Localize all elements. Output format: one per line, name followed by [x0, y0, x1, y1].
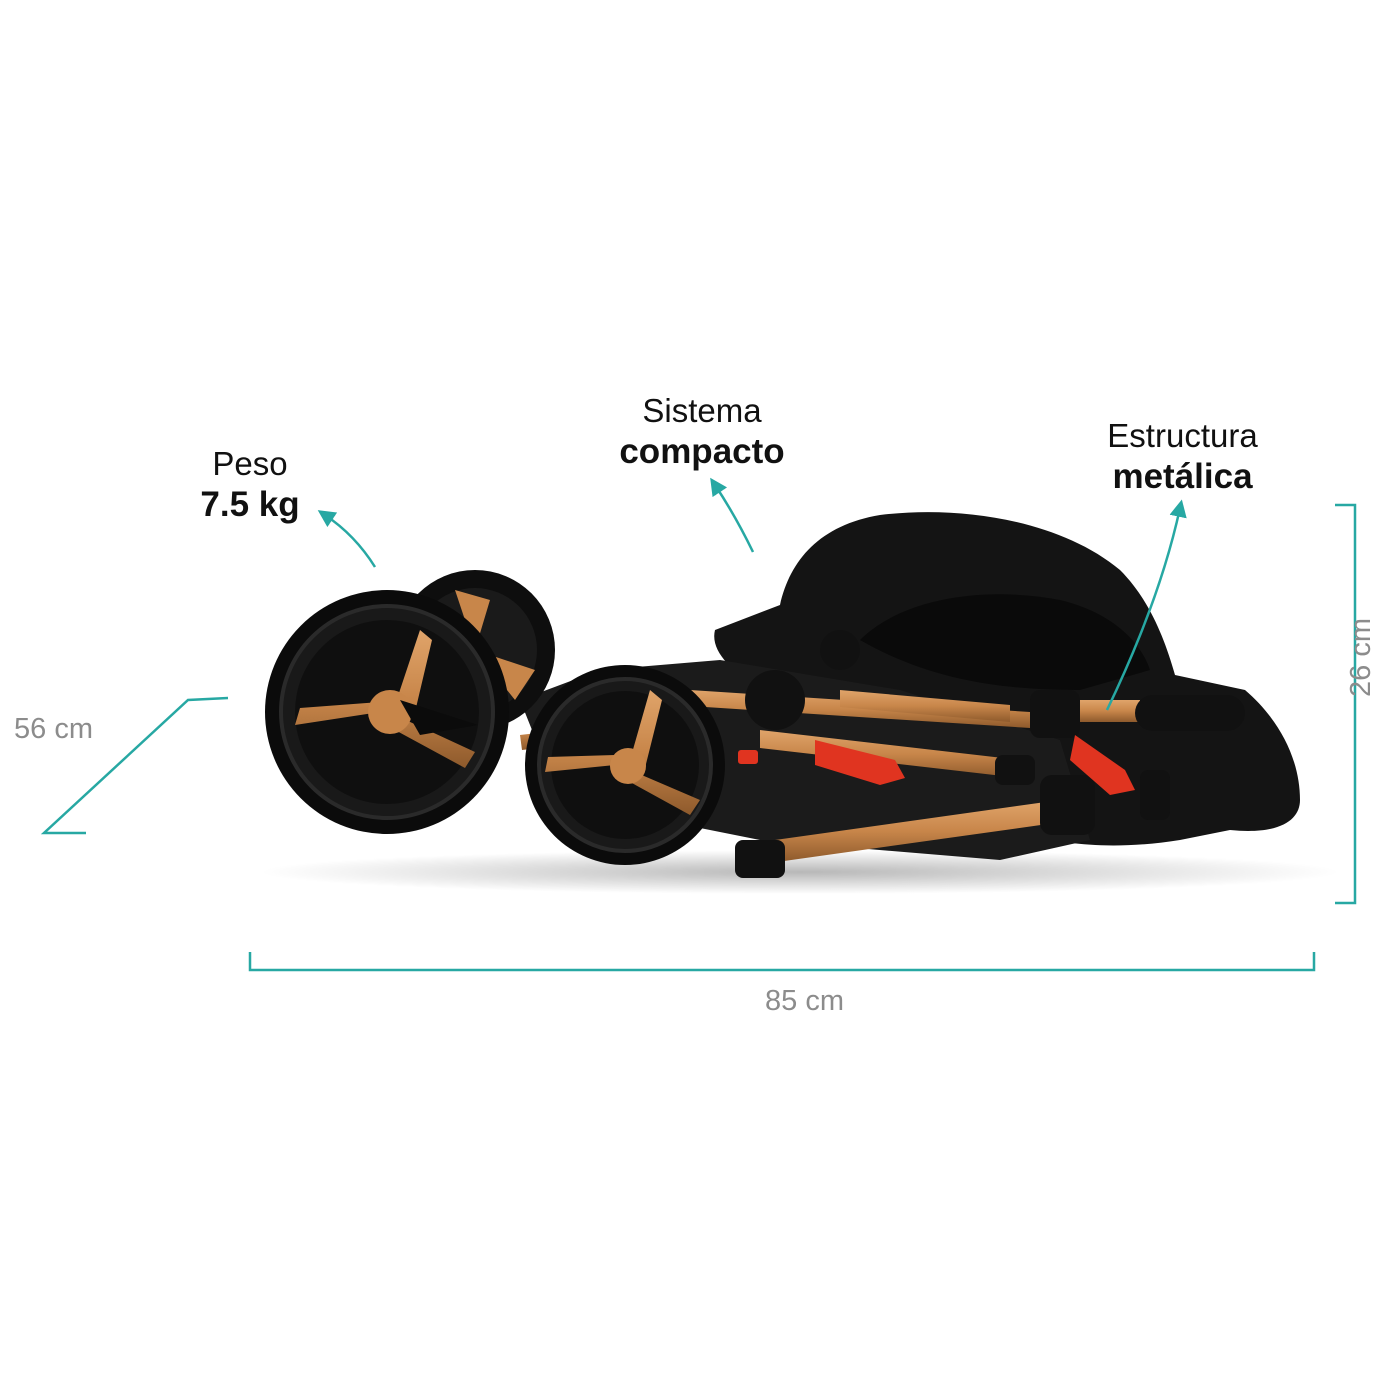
- wheel-left: [265, 590, 509, 834]
- fold-arrow: [710, 477, 755, 553]
- callout-arrows: [317, 477, 1187, 711]
- wheel-right: [525, 665, 725, 865]
- wheel-right-spokes: [545, 690, 700, 815]
- frame-callout: Estructura metálica: [1075, 417, 1290, 497]
- height-dimension-line: [1335, 503, 1357, 905]
- fold-callout: Sistema compacto: [592, 392, 812, 472]
- canopy-fold-shade: [860, 594, 1150, 690]
- fold-title: Sistema: [642, 392, 762, 429]
- width-dimension-line: [248, 952, 1316, 972]
- weight-arrow: [317, 510, 377, 568]
- weight-value: 7.5 kg: [200, 484, 300, 524]
- weight-callout: Peso 7.5 kg: [185, 445, 315, 525]
- ground-shadow: [260, 850, 1340, 894]
- frame-joints: [735, 630, 1245, 878]
- frame-title: Estructura: [1107, 417, 1258, 454]
- folded-stroller-image: [265, 512, 1300, 878]
- weight-title: Peso: [212, 445, 288, 482]
- fold-value: compacto: [619, 431, 785, 471]
- wheel-left-spokes: [295, 630, 475, 768]
- frame-arrow: [1105, 499, 1187, 711]
- dimension-lines: [40, 503, 1357, 972]
- depth-dimension-label: 56 cm: [14, 713, 93, 745]
- frame-value: metálica: [1112, 456, 1253, 496]
- width-dimension-label: 85 cm: [765, 985, 844, 1017]
- height-dimension-label: 26 cm: [1345, 618, 1377, 697]
- depth-dimension-line: [40, 696, 229, 835]
